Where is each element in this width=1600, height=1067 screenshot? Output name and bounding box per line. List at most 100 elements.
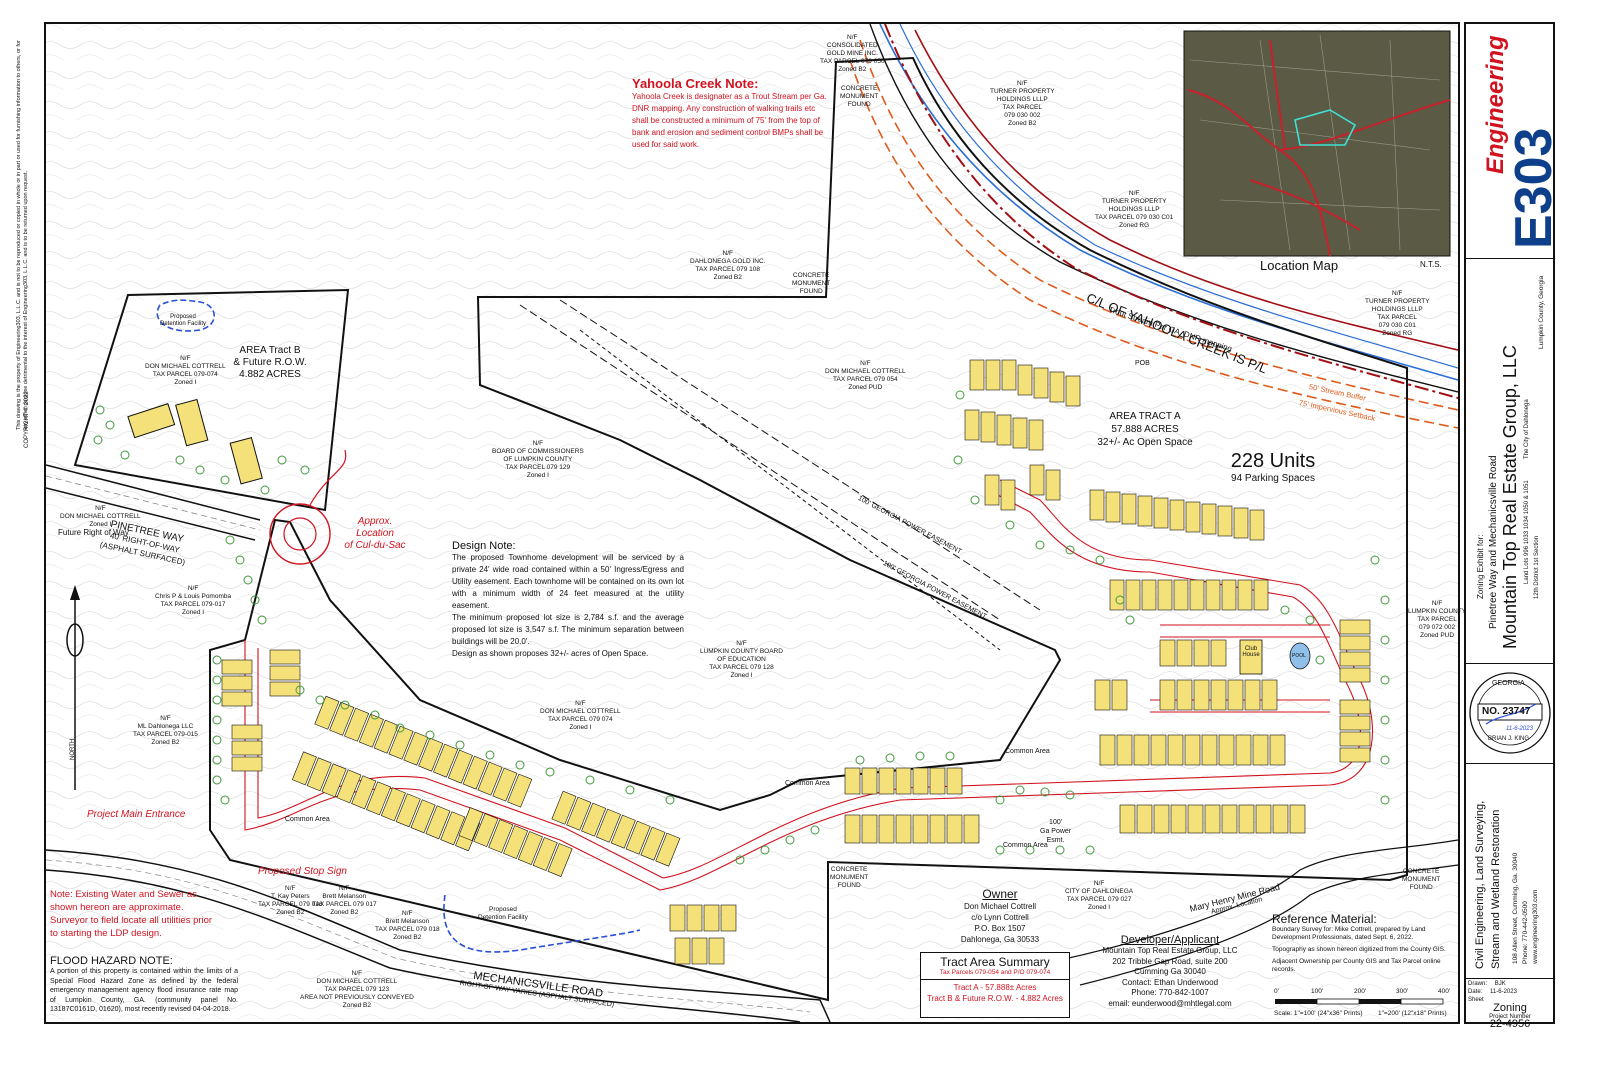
main-entrance-label: Project Main Entrance xyxy=(87,809,186,820)
common-area-4: Common Area xyxy=(1003,842,1048,849)
summary-parcels: Tax Parcels 079-054 and P/O 079-074 xyxy=(939,969,1051,976)
scale-note-2: 1"=200' (12"x18" Prints) xyxy=(1378,1010,1447,1017)
firm-line-2: Stream and Wetland Restoration xyxy=(1490,809,1502,969)
culdesac-line3: of Cul-du-Sac xyxy=(344,540,406,551)
water-sewer-note: Note: Existing Water and Sewer as shown … xyxy=(50,889,213,939)
seal-cell: GEORGIA NO. 23747 BRIAN J. KING 11-6-202… xyxy=(1466,664,1553,764)
location-map-nts: N.T.S. xyxy=(1420,260,1442,269)
units-label: 228 Units 94 Parking Spaces xyxy=(1218,450,1328,484)
project-cell: Zoning Exhibit for: Pinetree Way and Mec… xyxy=(1466,259,1553,664)
owner-line: P.O. Box 1507 xyxy=(974,924,1026,933)
developer-line: Phone: 770-842-1007 xyxy=(1131,988,1209,997)
scale-tick: 300' xyxy=(1396,988,1409,995)
culdesac-line2: Location xyxy=(356,528,394,539)
scale-tick: 400' xyxy=(1438,988,1451,995)
reference-block: Reference Material: Boundary Survey for:… xyxy=(1272,912,1456,974)
lots-label: Land Lots 996 1033 1034 1050 & 1051 xyxy=(1524,480,1530,584)
parcel-label: N/F Chris P & Louis Pomomba TAX PARCEL 0… xyxy=(155,585,232,616)
units-count: 228 Units xyxy=(1230,450,1316,472)
parcel-label: N/F DAHLONEGA GOLD INC. TAX PARCEL 079 1… xyxy=(690,250,766,281)
parcel-label: N/F LUMPKIN COUNTY TAX PARCEL 079 072 00… xyxy=(1408,600,1467,639)
common-area-1: Common Area xyxy=(1005,748,1050,755)
date-label: Date: xyxy=(1468,989,1483,995)
city-label: The City of Dahlonega xyxy=(1524,399,1530,459)
developer-block: Developer/Applicant Mountain Top Real Es… xyxy=(1075,934,1265,1009)
units-parking: 94 Parking Spaces xyxy=(1231,473,1315,484)
summary-tract-a: Tract A - 57.888± Acres xyxy=(953,983,1037,992)
reference-title: Reference Material: xyxy=(1272,912,1377,926)
disclaimer: This drawing is the property of Engineer… xyxy=(16,40,29,430)
tract-a-title: AREA TRACT A xyxy=(1109,411,1181,422)
flood-note: FLOOD HAZARD NOTE: A portion of this pro… xyxy=(50,955,238,1015)
seal-state: GEORGIA xyxy=(1492,680,1525,687)
tract-b-sub: & Future R.O.W. xyxy=(233,357,307,368)
drawn-value: BJK xyxy=(1494,981,1506,987)
north-label: NORTH xyxy=(70,738,76,760)
firm-website: www.engineering303.com xyxy=(1532,889,1539,964)
reference-line: Boundary Survey for: Mike Cottrell, prep… xyxy=(1272,926,1426,941)
logo-number: E303 xyxy=(1505,127,1553,249)
design-note-body: The proposed Townhome development will b… xyxy=(452,553,684,658)
date-row: Date: 11-6-2023 xyxy=(1468,989,1554,995)
firm-phone: Phone: 770-442-0500 xyxy=(1522,901,1529,964)
site-plan: POB xyxy=(46,24,1458,1022)
scale-tick: 200' xyxy=(1354,988,1367,995)
summary-title: Tract Area Summary xyxy=(940,955,1050,969)
title-block: Engineering E303 Zoning Exhibit for: Pin… xyxy=(1464,22,1555,1030)
owner-line: Don Michael Cottrell xyxy=(963,902,1037,911)
tract-summary: Tract Area Summary Tax Parcels 079-054 a… xyxy=(920,952,1070,1018)
developer-line: Mountain Top Real Estate Group, LLC xyxy=(1102,946,1238,955)
reference-line: Adjacent Ownership per County GIS and Ta… xyxy=(1272,958,1441,973)
owner-title: Owner xyxy=(982,887,1018,901)
drawn-row: Drawn: BJK xyxy=(1468,981,1554,987)
tract-a-label: AREA TRACT A 57.888 ACRES 32+/- Ac Open … xyxy=(1085,410,1205,449)
owner-line: Dahlonega, Ga 30533 xyxy=(960,935,1040,944)
tract-b-acres: 4.882 ACRES xyxy=(239,369,301,380)
common-area-2: Common Area xyxy=(785,780,830,787)
firm-address: 108 Allen Street, Cumming, Ga. 30040 xyxy=(1512,852,1519,964)
scale-note-1: Scale: 1"=100' (24"x36" Prints) xyxy=(1274,1010,1363,1017)
future-row-label: Future Right of Way xyxy=(58,528,129,537)
developer-line: Cumming Ga 30040 xyxy=(1134,967,1206,976)
developer-line: email: eunderwood@mhtlegal.com xyxy=(1108,998,1232,1008)
ga-power-esmt: 100' Ga Power Esmt. xyxy=(1040,819,1072,844)
engineer-seal-icon xyxy=(1469,672,1551,754)
culdesac-label: Approx. Location of Cul-du-Sac xyxy=(340,516,410,552)
monument-label: CONCRETE MONUMENT FOUND xyxy=(840,85,879,108)
date-value: 11-6-2023 xyxy=(1490,989,1517,995)
owner-block: Owner Don Michael Cottrell c/o Lynn Cott… xyxy=(940,887,1060,945)
pool-label: POOL xyxy=(1292,653,1306,659)
common-area-3: Common Area xyxy=(285,816,330,823)
summary-tract-b: Tract B & Future R.O.W. - 4.882 Acres xyxy=(927,994,1063,1003)
monument-label: CONCRETE MONUMENT FOUND xyxy=(792,272,831,295)
culdesac-line1: Approx. xyxy=(357,516,393,527)
flood-body: A portion of this property is contained … xyxy=(50,968,238,1013)
scale-bar xyxy=(1275,998,1444,1005)
design-note: Design Note: The proposed Townhome devel… xyxy=(452,540,684,660)
parcel-label: N/F TURNER PROPERTY HOLDINGS LLLP TAX PA… xyxy=(1095,190,1174,229)
developer-title: Developer/Applicant xyxy=(1120,934,1220,946)
monument-label: CONCRETE MONUMENT FOUND xyxy=(830,866,869,889)
parcel-label: N/F DON MICHAEL COTTRELL Zoned I xyxy=(60,505,141,528)
tract-b-title: AREA Tract B xyxy=(239,345,301,356)
seal-number: NO. 23747 xyxy=(1482,706,1531,717)
detention-1: Proposed Detention Facility xyxy=(160,314,207,327)
flood-title: FLOOD HAZARD NOTE: xyxy=(50,955,173,967)
sheet-value: Zoning xyxy=(1493,1002,1527,1014)
drawn-label: Drawn: xyxy=(1468,981,1488,987)
scale-tick: 100' xyxy=(1311,988,1324,995)
client-name: Mountain Top Real Estate Group, LLC xyxy=(1500,345,1520,649)
parcel-label: N/F Brett Melanson TAX PARCEL 079 018 Zo… xyxy=(375,910,440,941)
tract-b-label: AREA Tract B & Future R.O.W. 4.882 ACRES xyxy=(220,345,320,381)
parcel-label: N/F DON MICHAEL COTTRELL TAX PARCEL 079-… xyxy=(145,355,226,386)
parcel-label: N/F TURNER PROPERTY HOLDINGS LLLP TAX PA… xyxy=(1365,290,1430,337)
tract-a-open: 32+/- Ac Open Space xyxy=(1097,437,1193,448)
monument-label: CONCRETE MONUMENT FOUND xyxy=(1402,868,1441,891)
yahoola-note-body: Yahoola Creek is designater as a Trout S… xyxy=(632,92,827,149)
svg-text:POB: POB xyxy=(1135,360,1150,367)
parcel-label: N/F LUMPKIN COUNTY BOARD OF EDUCATION TA… xyxy=(700,640,783,679)
parcel-label: N/F DON MICHAEL COTTRELL TAX PARCEL 079 … xyxy=(300,970,414,1009)
road-label: Pinetree Way and Mechanicsville Road xyxy=(1488,455,1499,629)
parcel-label: N/F BOARD OF COMMISSIONERS OF LUMPKIN CO… xyxy=(492,440,584,479)
design-note-title: Design Note: xyxy=(452,540,516,552)
